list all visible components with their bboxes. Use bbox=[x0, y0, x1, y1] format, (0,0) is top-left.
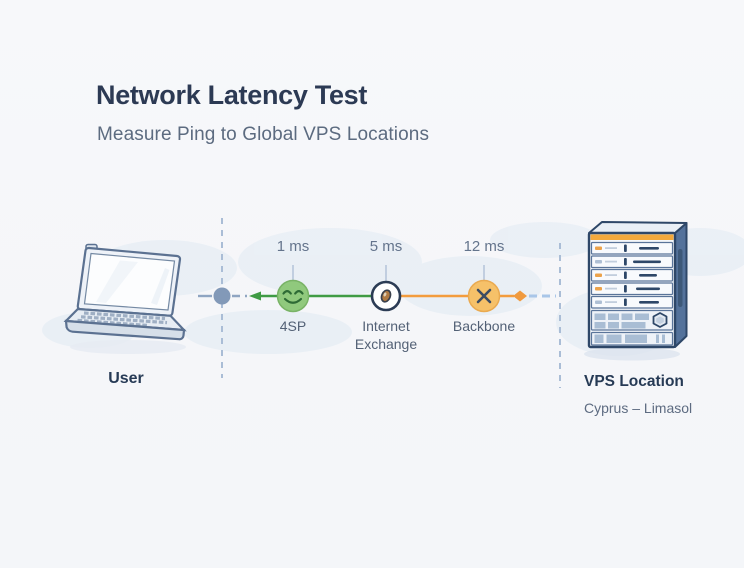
latency-tick bbox=[292, 265, 485, 281]
vps-location-label: VPS Location bbox=[584, 373, 684, 390]
isp-node bbox=[276, 279, 310, 313]
vps-location-city: Cyprus – Limasol bbox=[584, 400, 693, 416]
server-unit-rows bbox=[590, 241, 674, 309]
server-rack-icon bbox=[584, 221, 688, 361]
laptop-icon bbox=[63, 243, 187, 354]
laptop-front-edge bbox=[64, 319, 186, 341]
server-bay-panel bbox=[590, 331, 674, 346]
hop-label-backbone: Backbone bbox=[452, 318, 516, 334]
laptop-keyboard bbox=[77, 311, 168, 327]
x-icon bbox=[476, 288, 492, 304]
page-subtitle: Measure Ping to Global VPS Locations bbox=[97, 124, 430, 145]
smiley-icon bbox=[282, 290, 304, 304]
internet-exchange-node bbox=[370, 280, 402, 312]
orange-diamond-icon bbox=[513, 290, 527, 302]
latency-label-isp: 1 ms bbox=[276, 238, 310, 255]
left-arrow-icon bbox=[249, 291, 261, 301]
coin-icon bbox=[380, 289, 392, 303]
hop-label-internet-exchange: Internet Exchange bbox=[354, 318, 418, 352]
user-node bbox=[213, 287, 231, 305]
latency-path bbox=[198, 218, 561, 388]
backbone-node bbox=[467, 279, 501, 313]
latency-label-backbone: 12 ms bbox=[463, 238, 505, 255]
server-vent-panel bbox=[590, 309, 674, 331]
latency-label-internet-exchange: 5 ms bbox=[369, 238, 403, 255]
hop-label-isp: 4SP bbox=[279, 318, 307, 334]
user-label: User bbox=[108, 370, 144, 387]
server-top-panel bbox=[588, 221, 688, 234]
page-title: Network Latency Test bbox=[96, 80, 368, 110]
server-accent-strip bbox=[590, 234, 674, 240]
